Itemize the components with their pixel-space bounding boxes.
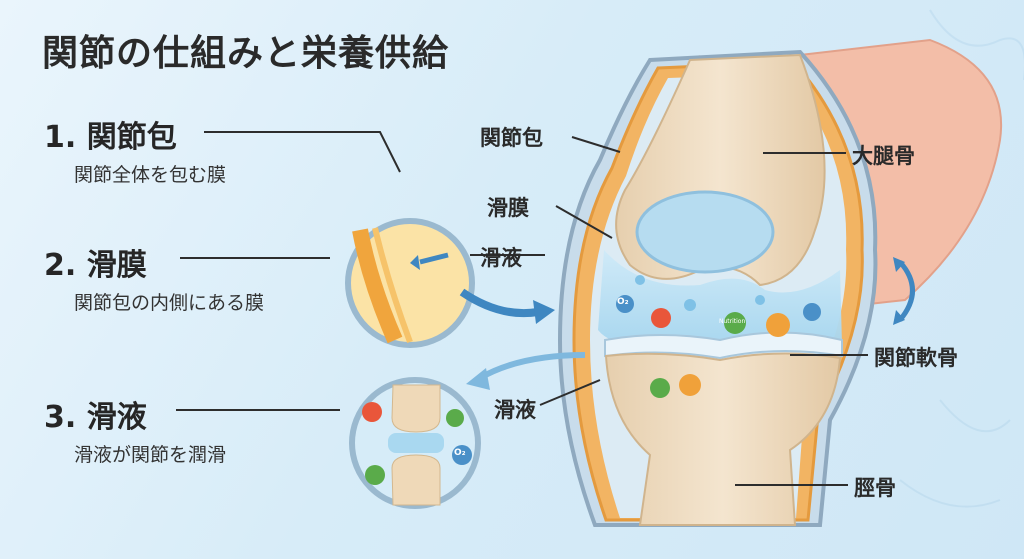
o2-bubble-label: O₂ xyxy=(617,297,629,307)
page-title: 関節の仕組みと栄養供給 xyxy=(42,33,450,74)
flow-arrow-2 xyxy=(478,352,586,381)
section-3-desc: 滑液が関節を潤滑 xyxy=(74,444,227,466)
label-capsule: 関節包 xyxy=(480,126,543,150)
label-synovium: 滑膜 xyxy=(487,196,529,220)
section-2-heading: 2. 滑膜 xyxy=(44,248,147,283)
section-1-desc: 関節全体を包む膜 xyxy=(74,164,227,186)
label-femur: 大腿骨 xyxy=(852,144,915,168)
section-2-desc: 関節包の内側にある膜 xyxy=(74,292,265,314)
section-3-heading: 3. 滑液 xyxy=(44,400,147,435)
label-cartilage: 関節軟骨 xyxy=(874,346,958,370)
nutrition-bubble-label: Nutrition xyxy=(719,318,746,325)
flow-arrow-1 xyxy=(459,288,539,318)
leader-lines xyxy=(176,131,868,486)
zoom-circle-synovium xyxy=(345,218,475,348)
section-1-heading: 1. 関節包 xyxy=(44,120,177,155)
label-fluid-bottom: 滑液 xyxy=(494,398,536,422)
zoom-circle-fluid xyxy=(349,377,481,509)
label-tibia: 脛骨 xyxy=(854,476,896,500)
nutrient-bubbles xyxy=(616,275,821,398)
o2-zoom-bubble-label: O₂ xyxy=(454,448,466,458)
rotation-arrow xyxy=(898,260,915,322)
dna-decoration xyxy=(899,9,1024,508)
label-fluid-top: 滑液 xyxy=(480,246,522,270)
